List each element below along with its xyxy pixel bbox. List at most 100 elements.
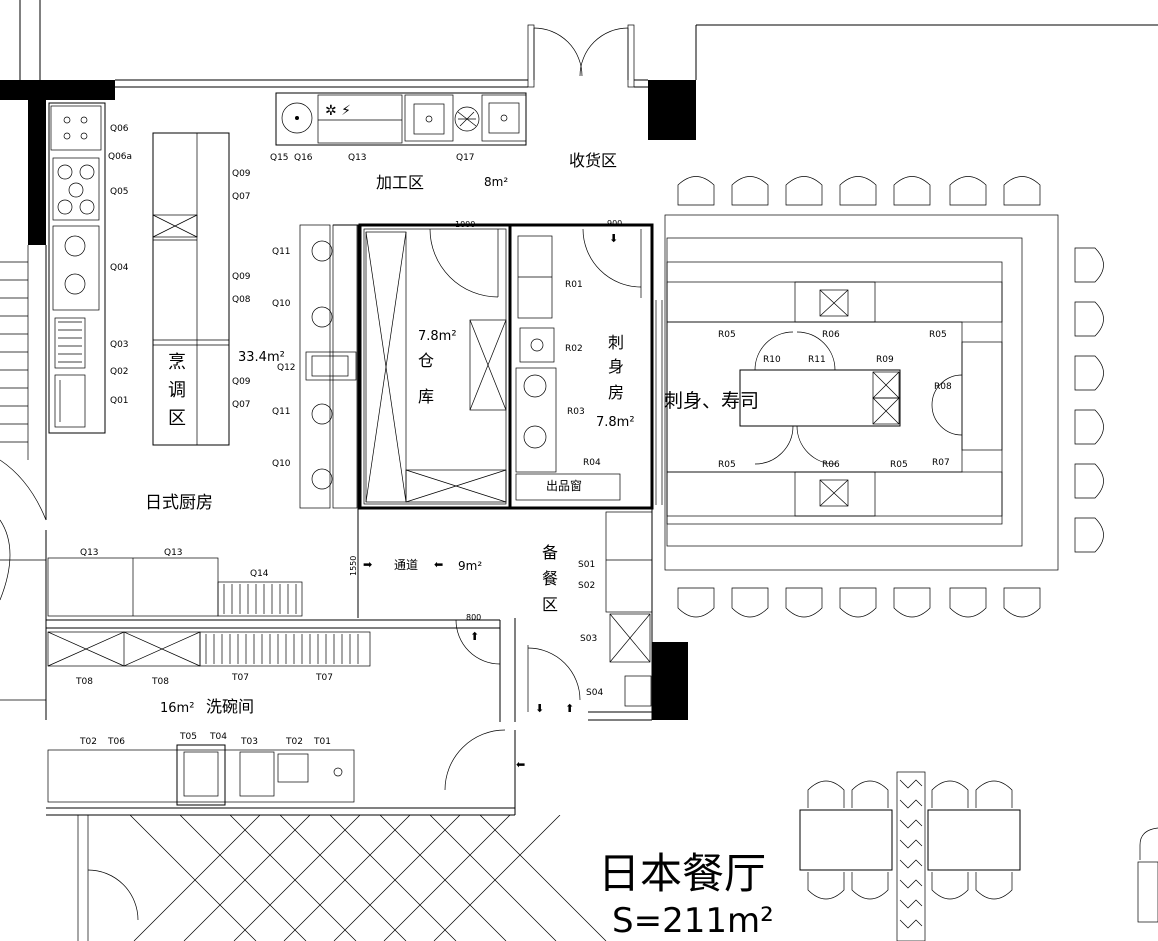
tag-r02: R02 — [565, 344, 583, 354]
tag-q08: Q08 — [232, 295, 251, 305]
tag-t03: T03 — [240, 737, 258, 747]
label-sashimi-room-area: 7.8m² — [596, 415, 635, 430]
tag-q13a: Q13 — [348, 153, 367, 163]
label-processing: 加工区 — [376, 173, 424, 192]
stairs-left — [0, 245, 47, 701]
tag-r07: R07 — [932, 458, 950, 468]
label-cooking-1: 烹 — [168, 352, 186, 373]
label-processing-area: 8m² — [484, 175, 508, 189]
tag-r10: R10 — [763, 355, 781, 365]
tag-t07a: T07 — [231, 673, 249, 683]
label-cooking-3: 区 — [168, 408, 186, 429]
page-title: 日本餐厅 — [598, 849, 766, 898]
tag-r04: R04 — [583, 458, 601, 468]
label-cooking-2: 调 — [168, 380, 186, 401]
tag-r11: R11 — [808, 355, 826, 365]
arrow-right-icon: ➡ — [363, 558, 372, 571]
tag-q10a: Q10 — [272, 299, 291, 309]
tag-q13b: Q13 — [80, 548, 99, 558]
sushi-counter — [655, 214, 1059, 571]
tag-s04: S04 — [586, 688, 603, 698]
label-sashimi-room-1: 刺 — [608, 333, 624, 352]
wall-block-top-left — [0, 80, 115, 100]
storage-walls — [299, 223, 654, 618]
tag-r01: R01 — [565, 280, 583, 290]
tag-q05: Q05 — [110, 187, 129, 197]
tag-q09a: Q09 — [232, 169, 251, 179]
arrow-down-icon: ⬇ — [535, 702, 544, 715]
tag-q01: Q01 — [110, 396, 129, 406]
dining-tables — [799, 771, 1158, 941]
walls — [0, 0, 1158, 720]
label-prep-3: 区 — [542, 595, 558, 614]
tag-q09c: Q09 — [232, 377, 251, 387]
tag-s01: S01 — [578, 560, 595, 570]
tag-q12: Q12 — [277, 363, 296, 373]
label-receiving: 收货区 — [569, 151, 617, 170]
tag-q04: Q04 — [110, 263, 129, 273]
dim-800: 800 — [466, 613, 481, 622]
tag-q15: Q15 — [270, 153, 289, 163]
label-prep-1: 备 — [542, 543, 558, 562]
label-sashimi-room-3: 房 — [608, 383, 624, 402]
tag-r05d: R05 — [890, 460, 908, 470]
tag-q06: Q06 — [110, 124, 129, 134]
arrow-down-icon: ⬇ — [609, 232, 618, 245]
tag-t01: T01 — [313, 737, 331, 747]
room-labels: 加工区 8m² 收货区 7.8m² 仓 库 刺 身 房 7.8m² 刺身、寿司 … — [145, 151, 774, 941]
tag-q07b: Q07 — [232, 400, 251, 410]
dishwash-room — [46, 557, 581, 816]
chairs — [677, 176, 1104, 618]
tag-t08b: T08 — [151, 677, 169, 687]
tag-r05a: R05 — [718, 330, 736, 340]
tag-r09: R09 — [876, 355, 894, 365]
tag-q06a: Q06a — [108, 152, 132, 162]
label-dishwash: 洗碗间 — [206, 697, 254, 716]
lattice-floor — [77, 815, 607, 941]
tag-q17: Q17 — [456, 153, 475, 163]
label-corridor-area: 9m² — [458, 559, 482, 573]
tag-q02: Q02 — [110, 367, 129, 377]
tag-q09b: Q09 — [232, 272, 251, 282]
column-top-right — [648, 80, 696, 140]
tag-q07a: Q07 — [232, 192, 251, 202]
flow-arrows: ➡ ⬅ ⬇ ⬆ ⬇ ⬆ ⬅ — [363, 232, 618, 771]
column-mid-right — [652, 642, 688, 720]
label-warehouse-2: 库 — [418, 387, 434, 406]
dim-900: 900 — [607, 219, 622, 228]
tag-q10b: Q10 — [272, 459, 291, 469]
tag-q14: Q14 — [250, 569, 269, 579]
dim-1000: 1000 — [455, 220, 475, 229]
tag-r08: R08 — [934, 382, 952, 392]
label-cooking-area: 33.4m² — [238, 350, 285, 365]
tag-q11a: Q11 — [272, 247, 291, 257]
tag-t04: T04 — [209, 732, 227, 742]
label-warehouse-1: 仓 — [418, 351, 434, 370]
tag-q11b: Q11 — [272, 407, 291, 417]
label-warehouse-area: 7.8m² — [418, 329, 457, 344]
arrow-up-icon: ⬆ — [565, 702, 574, 715]
label-sashimi-room-2: 身 — [608, 357, 624, 376]
arrow-up-icon: ⬆ — [470, 630, 479, 643]
tag-q13c: Q13 — [164, 548, 183, 558]
cooking-island — [152, 132, 230, 446]
tag-s03: S03 — [580, 634, 597, 644]
arrow-left-icon: ⬅ — [434, 558, 443, 571]
tag-t06: T06 — [107, 737, 125, 747]
tag-q16: Q16 — [294, 153, 313, 163]
tag-r03: R03 — [567, 407, 585, 417]
tag-s02: S02 — [578, 581, 595, 591]
dimensions: 1000 900 800 1550 — [349, 219, 622, 622]
cooking-line-wall — [48, 102, 106, 434]
tag-q03: Q03 — [110, 340, 129, 350]
label-pass-window: 出品窗 — [546, 479, 582, 493]
tag-t08a: T08 — [75, 677, 93, 687]
label-prep-2: 餐 — [542, 569, 558, 588]
tag-r05c: R05 — [718, 460, 736, 470]
tag-t02a: T02 — [79, 737, 97, 747]
label-sashimi-sushi: 刺身、寿司 — [664, 390, 759, 412]
dim-1550: 1550 — [349, 556, 358, 576]
label-jp-kitchen: 日式厨房 — [145, 493, 213, 513]
processing-equipment: ✲ ⚡ — [275, 92, 527, 146]
